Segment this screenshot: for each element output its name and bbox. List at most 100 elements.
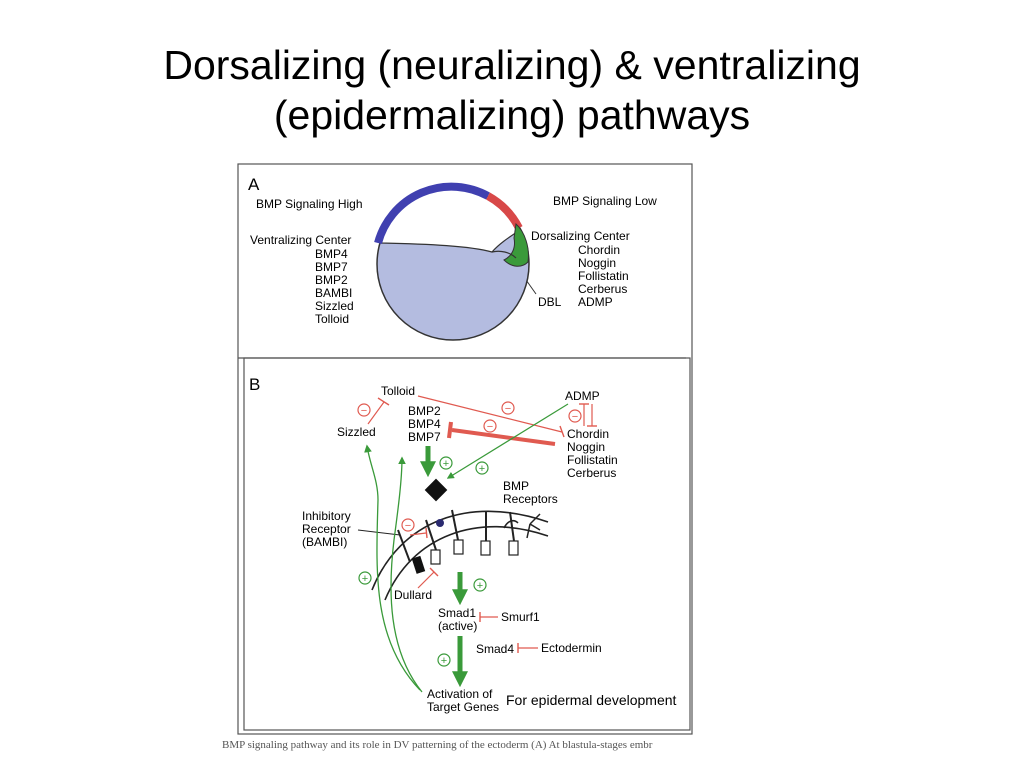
smad1-label: Smad1 (active)	[438, 606, 477, 633]
minus-sign-icon	[483, 419, 497, 433]
minus-sign-icon	[568, 409, 582, 423]
receptor-fork	[503, 519, 519, 529]
smad1-line: Smad1	[438, 606, 476, 620]
admp-label: ADMP	[565, 389, 600, 403]
antagonist-bmp-inhibition	[451, 428, 556, 446]
bmp-antagonist-list: Chordin Noggin Follistatin Cerberus	[567, 427, 618, 480]
receptor-kinase-box	[453, 539, 464, 555]
dullard-inhibition	[417, 571, 435, 589]
plus-sign-icon	[439, 456, 453, 470]
bmp-antagonist: Noggin	[567, 440, 605, 454]
inhibitory-receptor-line: Inhibitory	[302, 509, 351, 523]
bmp-low-label: BMP Signaling Low	[553, 194, 657, 208]
plus-sign-icon-glyph: +	[362, 573, 368, 585]
plus-sign-icons: + + + + +	[358, 456, 489, 667]
smad4-label: Smad4	[476, 642, 514, 656]
minus-sign-icon-glyph: −	[361, 405, 367, 417]
plus-sign-icon	[437, 653, 451, 667]
target-genes-line: Activation of	[427, 687, 493, 701]
inhibition-bar	[559, 425, 565, 438]
title-line-2: (epidermalizing) pathways	[273, 92, 751, 138]
cell-membrane-inner	[384, 525, 549, 601]
bmp-antagonist: Follistatin	[567, 453, 618, 467]
bmp-high-arc	[374, 182, 490, 245]
plus-sign-icon-glyph: +	[443, 458, 449, 470]
inhibitory-receptor-line: Receptor	[302, 522, 351, 536]
bmp-ligand: BMP2	[408, 404, 441, 418]
dorsal-factor: Cerberus	[578, 282, 627, 296]
target-gene-feedback-sizzled	[364, 444, 421, 691]
bmp-receptors-label: BMP Receptors	[503, 479, 558, 506]
ventral-factor: Sizzled	[315, 299, 354, 313]
receptor-fork	[526, 523, 531, 539]
minus-sign-icon-glyph: −	[572, 411, 578, 423]
tolloid-chordin-inhibition	[417, 395, 563, 433]
sizzled-tolloid-inhibition	[367, 401, 385, 425]
receptor-stalk	[451, 509, 459, 541]
ventralizing-center-title: Ventralizing Center	[250, 233, 351, 247]
plus-sign-icon	[475, 461, 489, 475]
dorsal-organizer	[503, 223, 529, 267]
ventral-factor: BMP2	[315, 273, 348, 287]
embryo-diagram	[374, 182, 530, 341]
plus-sign-icon-glyph: +	[441, 655, 447, 667]
plus-sign-icon	[358, 571, 372, 585]
bmp-ligand-list: BMP2 BMP4 BMP7	[408, 404, 441, 444]
slide-title: Dorsalizing (neuralizing) & ventralizing…	[0, 40, 1024, 140]
smad1-line: (active)	[438, 619, 477, 633]
minus-sign-icons: − − − − −	[357, 401, 582, 532]
minus-sign-icon-glyph: −	[505, 403, 511, 415]
admp-receptor-activation	[446, 403, 569, 479]
minus-sign-icon-glyph: −	[487, 421, 493, 433]
dorsal-factor: Chordin	[578, 243, 620, 257]
bmp-receptors	[425, 509, 541, 565]
bambi-receptor	[397, 529, 411, 563]
bmp-antagonist: Chordin	[567, 427, 609, 441]
dbl-label: DBL	[538, 295, 562, 309]
minus-sign-icon-glyph: −	[405, 520, 411, 532]
inhibitory-receptor-label: Inhibitory Receptor (BAMBI)	[302, 509, 351, 549]
bmp-ligand: BMP4	[408, 417, 441, 431]
target-genes-label: Activation of Target Genes	[427, 687, 499, 714]
inhibition-bar	[377, 397, 390, 406]
plus-sign-icon-glyph: +	[479, 463, 485, 475]
dorsal-factor: Noggin	[578, 256, 616, 270]
dorsal-factor: ADMP	[578, 295, 613, 309]
minus-sign-icon	[401, 518, 415, 532]
bambi-pointer	[357, 529, 401, 536]
epidermal-development-note: For epidermal development	[506, 692, 677, 708]
ventral-factor: BMP7	[315, 260, 348, 274]
minus-sign-icon	[357, 403, 371, 417]
panel-b-letter: B	[249, 375, 260, 394]
inhibition-bar	[429, 567, 439, 577]
receptor-fork	[529, 523, 541, 531]
title-line-1: Dorsalizing (neuralizing) & ventralizing	[163, 42, 861, 88]
inhibitory-receptor-line: (BAMBI)	[302, 535, 347, 549]
receptor-kinase-box	[480, 540, 491, 556]
plus-sign-icon-glyph: +	[477, 580, 483, 592]
bambi-kinase-box	[411, 555, 426, 574]
panel-a-letter: A	[248, 175, 260, 194]
bmp-antagonist: Cerberus	[567, 466, 616, 480]
target-genes-line: Target Genes	[427, 700, 499, 714]
receptor-ligand-dot	[436, 519, 444, 527]
dorsal-factor-list: Chordin Noggin Follistatin Cerberus ADMP	[578, 243, 629, 309]
bmp-ligand: BMP7	[408, 430, 441, 444]
bmp-receptors-line: BMP	[503, 479, 529, 493]
figure-caption: BMP signaling pathway and its role in DV…	[222, 739, 653, 751]
bambi-inhibition	[409, 532, 427, 536]
ventral-factor: BMP4	[315, 247, 348, 261]
ectodermin-label: Ectodermin	[541, 641, 602, 655]
smurf1-label: Smurf1	[501, 610, 540, 624]
figure-frame	[237, 163, 693, 735]
receptor-fork	[529, 513, 541, 525]
panel-b-frame	[243, 357, 691, 731]
bmp-high-label: BMP Signaling High	[256, 197, 363, 211]
inhibition-bar	[447, 421, 453, 439]
bmp-receptors-line: Receptors	[503, 492, 558, 506]
inhibition-bar	[425, 527, 428, 539]
dullard-label: Dullard	[394, 588, 432, 602]
target-gene-feedback-bmp	[390, 456, 423, 693]
minus-sign-icon	[501, 401, 515, 415]
